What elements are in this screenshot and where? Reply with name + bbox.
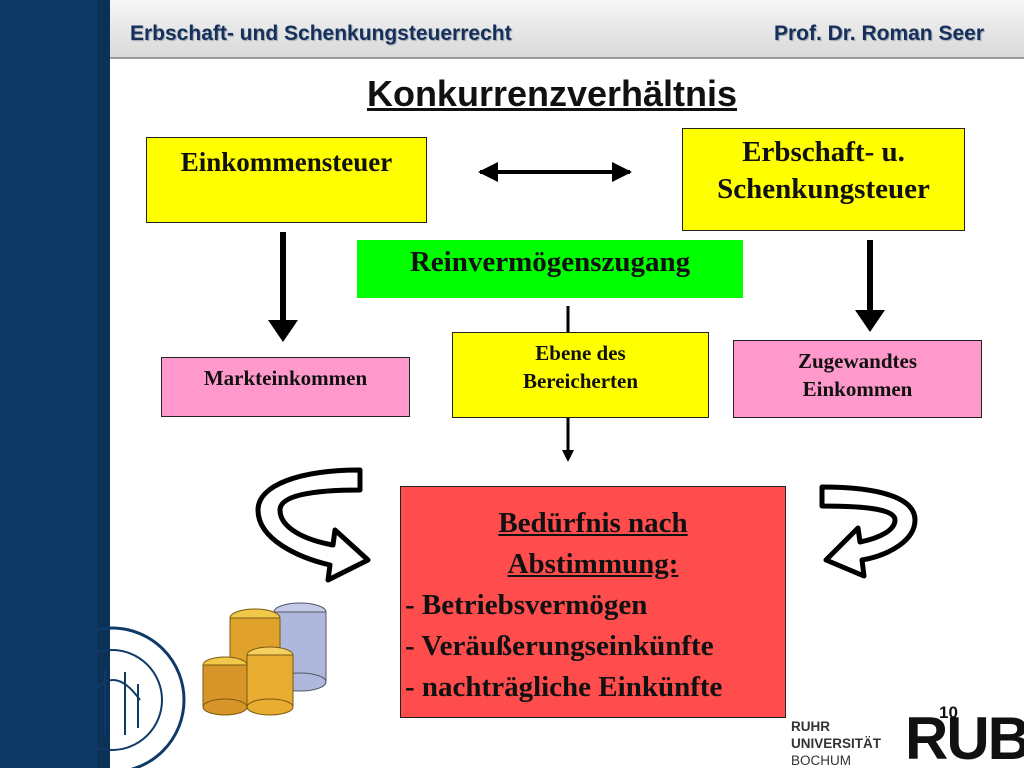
author-name: Prof. Dr. Roman Seer xyxy=(773,22,984,45)
box-zugewandtes-einkommen: Zugewandtes Einkommen xyxy=(733,340,982,418)
course-title: Erbschaft- und Schenkungsteuerrecht xyxy=(130,22,512,45)
bedarf-item: - nachträgliche Einkünfte xyxy=(405,670,723,703)
sidebar-stripe xyxy=(97,0,110,768)
arrow-einkommen-markt-head xyxy=(268,320,298,342)
erbschaft-label-line2: Schenkungsteuer xyxy=(717,173,930,205)
bedarf-title-line1: Bedürfnis nach xyxy=(498,506,688,539)
ebene-label-line2: Bereicherten xyxy=(522,369,639,393)
bedarf-item: - Veräußerungseinkünfte xyxy=(405,629,714,662)
markteinkommen-label: Markteinkommen xyxy=(203,366,368,390)
curved-arrow-left xyxy=(255,467,371,583)
bedarf-title-line2: Abstimmung: xyxy=(507,547,679,580)
bedarf-item: - Betriebsvermögen xyxy=(405,588,648,621)
einkommensteuer-label: Einkommensteuer xyxy=(180,147,393,177)
erbschaft-label-line1: Erbschaft- u. xyxy=(742,136,905,168)
box-erbschaftsteuer: Erbschaft- u. Schenkungsteuer xyxy=(682,128,965,231)
slide-title: Konkurrenzverhältnis xyxy=(366,73,738,114)
reinvermoegen-label: Reinvermögenszugang xyxy=(409,246,691,278)
arrow-erbschaft-zugewandt-head xyxy=(855,310,885,332)
ebene-label-line1: Ebene des xyxy=(535,341,626,365)
rub-logo: RUB xyxy=(905,705,1024,772)
coins-image xyxy=(202,602,327,716)
box-ebene-bereicherten: Ebene des Bereicherten xyxy=(452,332,709,418)
arrow-ebene-bedarf-head xyxy=(562,450,574,462)
box-beduerfnis-abstimmung: Bedürfnis nach Abstimmung: - Betriebsver… xyxy=(400,486,786,718)
slide-header: Erbschaft- und Schenkungsteuerrecht Prof… xyxy=(110,0,1024,59)
box-markteinkommen: Markteinkommen xyxy=(161,357,410,417)
zugewandt-label-line1: Zugewandtes xyxy=(797,349,918,373)
box-einkommensteuer: Einkommensteuer xyxy=(146,137,427,223)
university-line2: UNIVERSITÄT xyxy=(791,736,882,751)
sidebar-band xyxy=(0,0,110,768)
university-line3: BOCHUM xyxy=(791,753,851,768)
box-reinvermoegenszugang: Reinvermögenszugang xyxy=(357,240,743,298)
curved-arrow-right xyxy=(819,484,918,579)
page-number: 10 xyxy=(939,703,958,722)
university-seal xyxy=(38,626,186,768)
university-line1: RUHR xyxy=(791,719,830,734)
zugewandt-label-line2: Einkommen xyxy=(802,377,913,401)
university-name: RUHR UNIVERSITÄT BOCHUM xyxy=(791,718,881,769)
